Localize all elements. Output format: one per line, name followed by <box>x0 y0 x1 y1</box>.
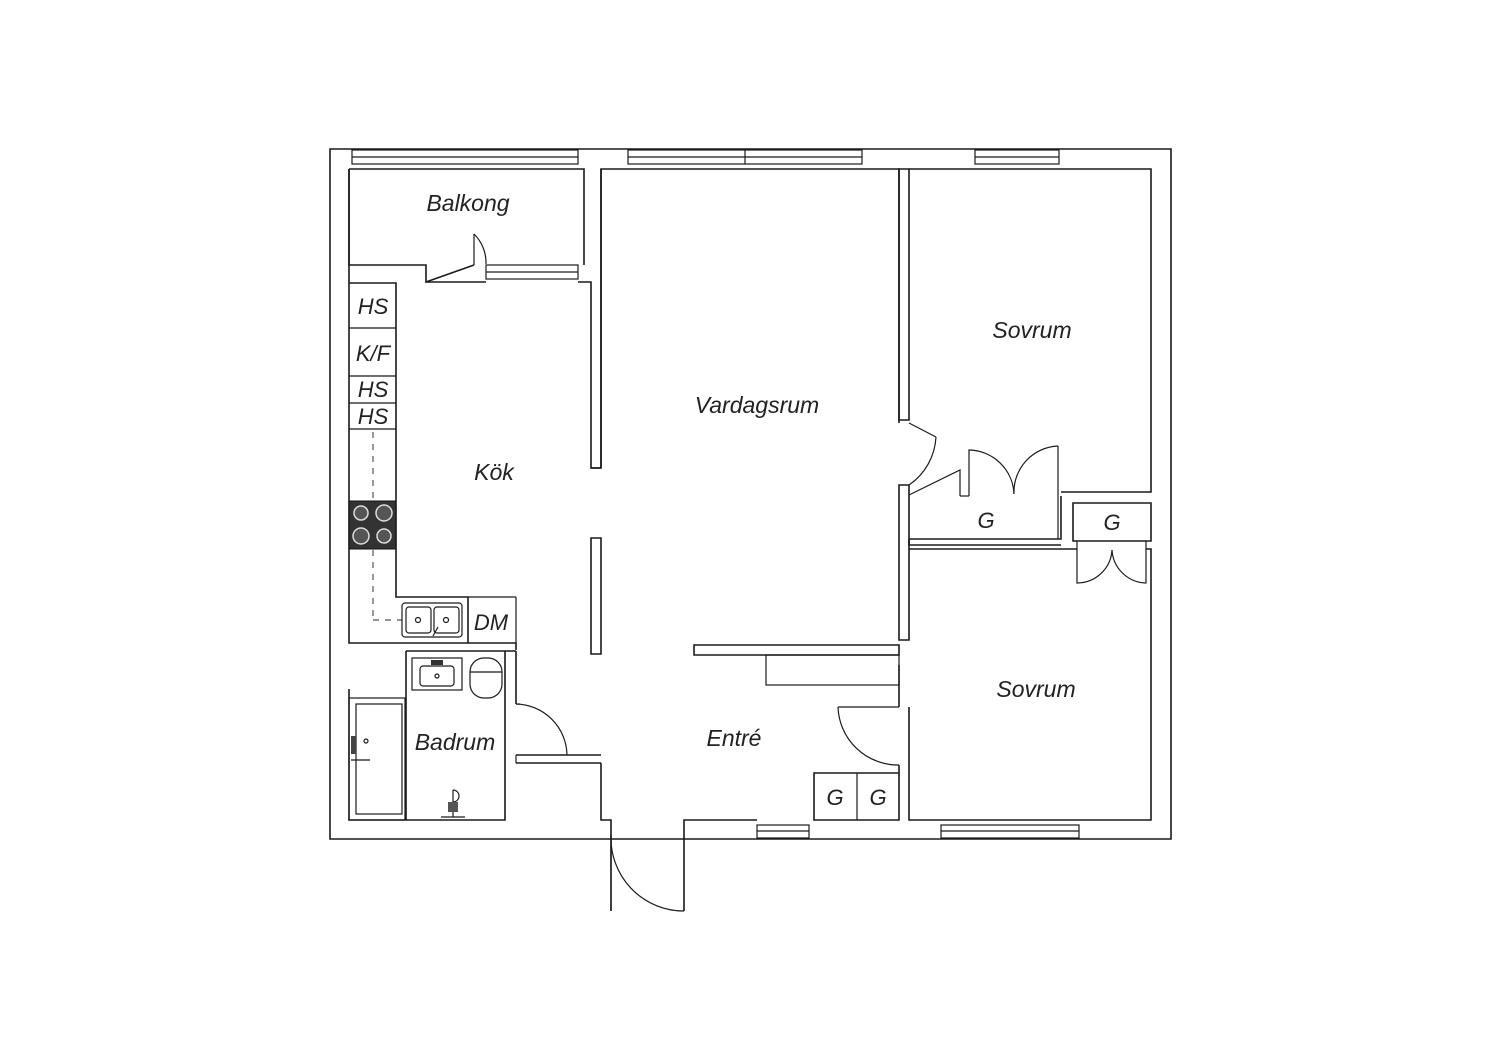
label-g-mid: G <box>977 508 994 533</box>
door-swing-icon <box>610 834 685 912</box>
label-g-entry-2: G <box>869 785 886 810</box>
stove-icon <box>348 500 397 550</box>
label-g-right: G <box>1103 510 1120 535</box>
toilet-icon <box>469 657 503 699</box>
window-icon <box>351 149 579 165</box>
door-swing-icon <box>908 445 1062 540</box>
kitchen <box>348 282 517 643</box>
windows-top <box>351 149 1060 165</box>
window-icon <box>627 149 863 165</box>
label-sovrum-bottom: Sovrum <box>996 676 1075 702</box>
doors <box>515 422 1152 912</box>
bathroom <box>348 650 516 821</box>
shower-icon <box>348 697 406 821</box>
label-hs-3: HS <box>358 404 389 429</box>
label-hs-1: HS <box>358 294 389 319</box>
door-swing-icon <box>1072 502 1152 584</box>
label-sovrum-top: Sovrum <box>992 317 1071 343</box>
windows-bottom <box>756 824 1080 839</box>
interior-walls <box>515 168 1152 911</box>
label-entre: Entré <box>707 725 762 751</box>
window-icon <box>974 149 1060 165</box>
washbasin-icon <box>411 657 463 691</box>
label-kf: K/F <box>356 341 392 366</box>
label-balkong: Balkong <box>426 190 509 216</box>
label-hs-2: HS <box>358 377 389 402</box>
label-g-entry-1: G <box>826 785 843 810</box>
door-swing-icon <box>908 422 937 486</box>
balcony <box>348 168 601 469</box>
label-badrum: Badrum <box>415 729 496 755</box>
window-icon <box>940 824 1080 839</box>
label-vardagsrum: Vardagsrum <box>695 392 819 418</box>
door-swing-icon <box>515 703 568 756</box>
sink-icon <box>401 602 463 638</box>
wardrobe <box>765 654 900 686</box>
door-swing-icon <box>837 706 900 766</box>
fixture-labels: HS K/F HS HS DM G G G G <box>356 294 1121 810</box>
floor-drain-icon <box>441 789 465 818</box>
room-labels: Balkong Kök Vardagsrum Sovrum Sovrum Ent… <box>415 190 1076 755</box>
window-icon <box>485 264 579 280</box>
label-dm: DM <box>474 610 509 635</box>
label-kok: Kök <box>474 459 515 485</box>
window-icon <box>756 824 810 839</box>
